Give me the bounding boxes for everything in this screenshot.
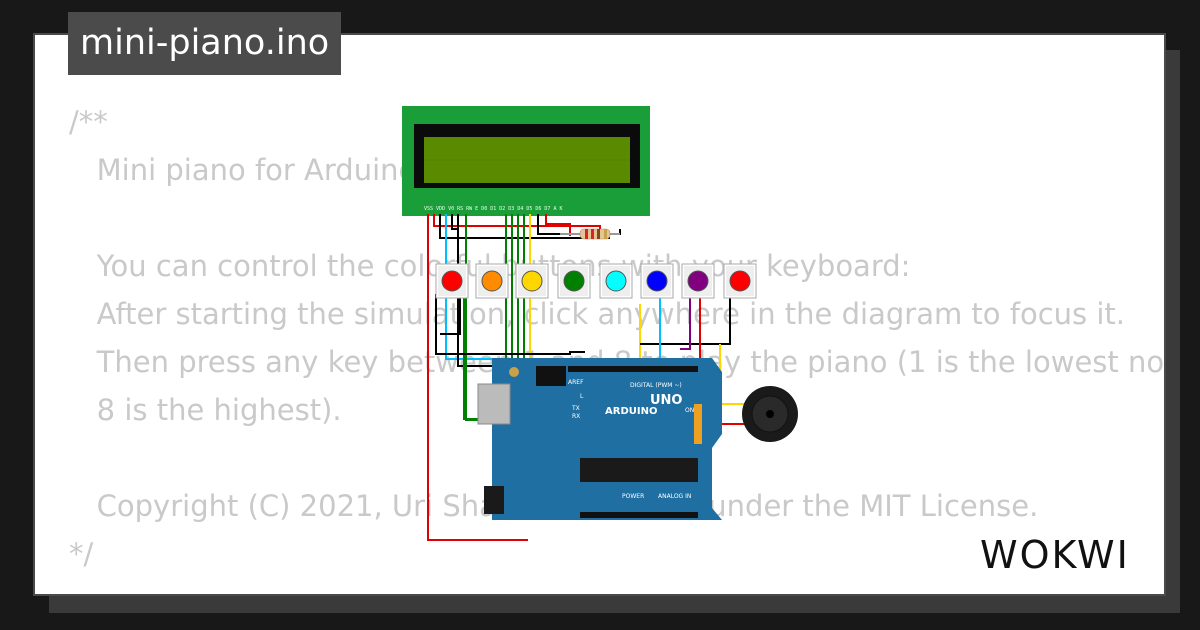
resistor[interactable] xyxy=(560,228,620,240)
aref-label: AREF xyxy=(568,379,584,386)
arduino-model: UNO xyxy=(650,393,683,408)
reset-button[interactable] xyxy=(509,367,519,377)
usb-port xyxy=(477,383,511,425)
project-title[interactable]: mini-piano.ino xyxy=(68,12,342,75)
piano-key-5[interactable] xyxy=(599,263,633,299)
code-line: Mini piano for Arduino. xyxy=(69,153,425,187)
l-led-label: L xyxy=(580,393,584,400)
lcd-pin-labels: VSS VDD V0 RS RW E D0 D1 D2 D3 D4 D5 D6 … xyxy=(424,206,562,212)
wokwi-logo: WOKWI xyxy=(980,533,1130,577)
arduino-uno[interactable]: AREF DIGITAL (PWM ~) L TX RX ON ARDUINO … xyxy=(477,358,722,520)
piano-buttons[interactable] xyxy=(435,263,757,299)
code-line: Then press any key between 1 and 8 to pl… xyxy=(96,345,1165,379)
on-label: ON xyxy=(685,407,694,414)
power-analog-header xyxy=(580,512,698,518)
rx-label: RX xyxy=(572,413,580,420)
code-line: 8 is the highest). xyxy=(69,393,342,427)
power-label: POWER xyxy=(622,493,644,500)
code-background: /** Mini piano for Arduino. You can cont… xyxy=(35,35,1165,594)
icsp-header xyxy=(536,366,566,386)
piano-key-2[interactable] xyxy=(475,263,509,299)
piano-key-4[interactable] xyxy=(557,263,591,299)
circuit-diagram[interactable]: VSS VDD V0 RS RW E D0 D1 D2 D3 D4 D5 D6 … xyxy=(400,104,830,544)
code-line: Copyright (C) 2021, Uri Shaked. Released… xyxy=(96,489,1039,523)
code-line: After starting the simulation, click any… xyxy=(69,297,1126,331)
piano-key-7[interactable] xyxy=(681,263,715,299)
lcd-display[interactable]: VSS VDD V0 RS RW E D0 D1 D2 D3 D4 D5 D6 … xyxy=(402,106,650,216)
svg-text:WOKWI: WOKWI xyxy=(980,533,1130,577)
analog-label: ANALOG IN xyxy=(658,493,691,500)
digital-label: DIGITAL (PWM ~) xyxy=(630,382,682,389)
piano-key-3[interactable] xyxy=(515,263,549,299)
code-line: /** xyxy=(69,105,108,139)
power-jack xyxy=(484,486,504,514)
tx-label: TX xyxy=(571,405,580,412)
arduino-brand: ARDUINO xyxy=(605,406,657,417)
atmega-chip xyxy=(580,458,698,482)
code-line: */ xyxy=(69,537,94,571)
buzzer[interactable] xyxy=(742,386,798,442)
piano-key-1[interactable] xyxy=(435,263,469,299)
piano-key-8[interactable] xyxy=(723,263,757,299)
piano-key-6[interactable] xyxy=(640,263,674,299)
digital-header xyxy=(568,366,698,372)
on-led xyxy=(694,404,702,444)
